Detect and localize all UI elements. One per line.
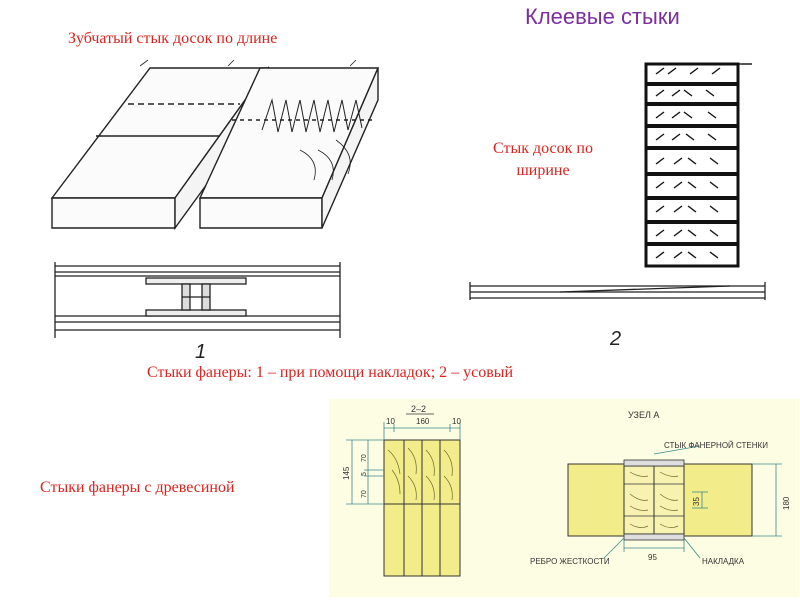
width-joint-drawing xyxy=(644,62,752,268)
section-2-2: 2–2 10 160 10 145 70 5 70 xyxy=(342,404,461,577)
label-web-joint: СТЫК ФАНЕРНОЙ СТЕНКИ xyxy=(664,441,768,450)
label-overlay: НАКЛАДКА xyxy=(702,557,745,566)
dim-height: 180 xyxy=(782,496,791,510)
dim-top-mid: 160 xyxy=(416,417,430,426)
slide-title: Клеевые стыки xyxy=(525,4,680,29)
caption-width-joint: Стык досок по ширине xyxy=(493,140,593,179)
figure-number-1: 1 xyxy=(195,341,206,363)
dim-side-b: 5 xyxy=(361,472,368,476)
dim-side-c: 70 xyxy=(361,490,368,498)
scarf-joint-drawing xyxy=(469,282,766,300)
dim-top-right: 10 xyxy=(452,417,461,426)
dim-top-left: 10 xyxy=(386,417,395,426)
caption-finger-joint: Зубчатый стык досок по длине xyxy=(68,30,278,47)
caption-plywood-wood: Стыки фанеры с древесиной xyxy=(40,479,235,496)
label-rib: РЕБРО ЖЕСТКОСТИ xyxy=(530,557,610,566)
overlay-joint-drawing xyxy=(54,262,341,338)
dim-95: 95 xyxy=(648,553,657,562)
section-mark: 2–2 xyxy=(411,404,426,414)
node-title: УЗЕЛ А xyxy=(628,410,659,420)
dim-35: 35 xyxy=(692,497,701,506)
plywood-wood-panel: 2–2 10 160 10 145 70 5 70 xyxy=(329,399,799,597)
caption-plywood-joints: Стыки фанеры: 1 – при помощи накладок; 2… xyxy=(147,364,514,381)
dim-side-a: 70 xyxy=(361,454,368,462)
figure-number-2: 2 xyxy=(609,328,621,350)
finger-joint-drawing xyxy=(50,59,380,231)
dim-side-total: 145 xyxy=(342,466,351,480)
node-a: УЗЕЛ А СТЫК ФАНЕРНОЙ СТЕНКИ РЕБРО ЖЕСТКО… xyxy=(530,410,791,566)
